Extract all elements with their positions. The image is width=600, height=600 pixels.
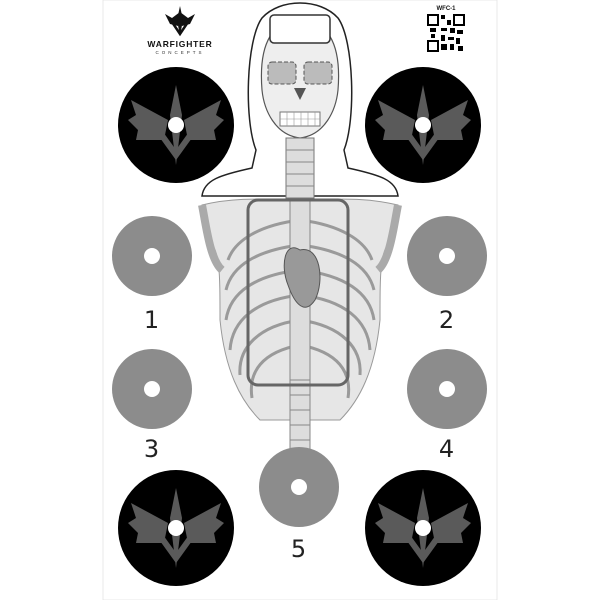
black-emblem-target [365, 67, 481, 183]
aim-point [439, 248, 455, 264]
aim-point [144, 381, 160, 397]
neck-vertebrae [285, 137, 315, 199]
numbered-target-5: 5 [259, 447, 339, 563]
warfighter-logo: WARFIGHTER CONCEPTS [147, 6, 212, 55]
target-number: 2 [439, 306, 455, 334]
svg-text:CONCEPTS: CONCEPTS [155, 50, 204, 55]
target-number: 1 [144, 306, 160, 334]
target-number: 3 [144, 435, 160, 463]
svg-text:WFC-1: WFC-1 [437, 6, 457, 12]
skeleton-silhouette [198, 2, 402, 461]
aim-point [168, 520, 184, 536]
aim-point [144, 248, 160, 264]
qr-code: WFC-1 [427, 6, 465, 52]
black-emblem-target [365, 470, 481, 586]
black-emblem-target [118, 67, 234, 183]
black-emblem-target [118, 470, 234, 586]
numbered-target-2: 2 [407, 216, 487, 334]
aim-point [415, 520, 431, 536]
numbered-target-3: 3 [112, 349, 192, 463]
vital-zone-box [246, 198, 350, 387]
right-eye-zone [303, 61, 333, 85]
target-number: 4 [439, 435, 455, 463]
numbered-target-1: 1 [112, 216, 192, 334]
heart [283, 247, 321, 308]
numbered-target-4: 4 [407, 349, 487, 463]
head-box [269, 14, 331, 44]
left-eye-zone [267, 61, 297, 85]
svg-text:WARFIGHTER: WARFIGHTER [147, 39, 212, 49]
aim-point [415, 117, 431, 133]
aim-point [168, 117, 184, 133]
aim-point [291, 479, 307, 495]
target-number: 5 [291, 535, 307, 563]
aim-point [439, 381, 455, 397]
spine [289, 199, 311, 461]
